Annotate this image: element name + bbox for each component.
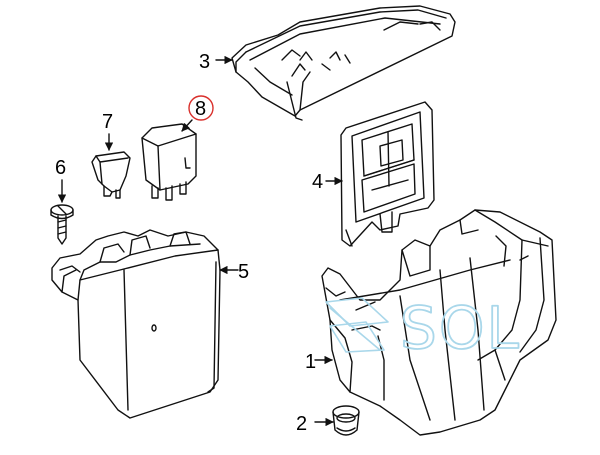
grommet [332, 405, 360, 436]
relay [141, 123, 197, 201]
watermark-text: SOL [400, 294, 521, 362]
callout-labels: 1 2 3 4 5 6 7 8 [55, 51, 323, 435]
leader-lines [57, 55, 343, 427]
callout-6: 6 [55, 157, 66, 179]
callout-4: 4 [312, 171, 323, 193]
callout-7: 7 [102, 111, 113, 133]
callout-8: 8 [195, 98, 206, 120]
callout-2: 2 [296, 413, 307, 435]
callout-3: 3 [199, 51, 210, 73]
highlight-circle-8 [188, 95, 214, 121]
fuse-box-housing [321, 209, 557, 436]
relay-block [51, 229, 221, 419]
screw [50, 204, 74, 245]
watermark-logo: SOL [325, 293, 521, 363]
fuse-box-lid [231, 5, 456, 121]
callout-5: 5 [238, 261, 249, 283]
fuse [91, 151, 131, 199]
fuse-panel-frame [340, 101, 435, 247]
callout-1: 1 [305, 351, 316, 373]
